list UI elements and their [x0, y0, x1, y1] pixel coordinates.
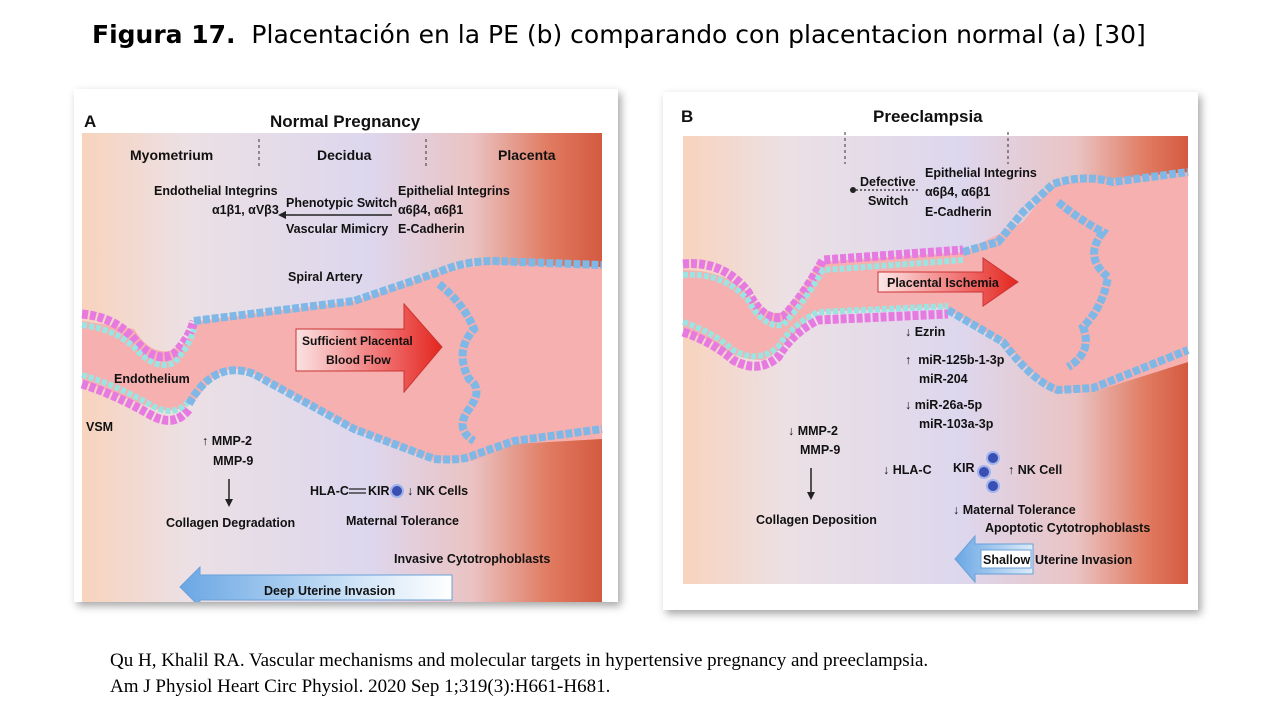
- shallow-label-box: [980, 549, 1032, 569]
- collagen-arrow-head: [225, 499, 233, 507]
- nk-cells-label: ↓ NK Cells: [407, 484, 468, 498]
- zone-myometrium: Myometrium: [130, 147, 213, 163]
- e-cadherin-label: E-Cadherin: [925, 205, 992, 219]
- defective-switch-label-1: Defective: [860, 175, 916, 189]
- mir-26a-label: ↓ miR-26a-5p: [905, 398, 982, 412]
- trophoblast-lining: [945, 306, 1190, 395]
- apoptotic-cytotrophoblasts-label: Apoptotic Cytotrophoblasts: [985, 521, 1150, 535]
- zone-decidua: Decidua: [317, 147, 372, 163]
- blood-flow-label-2: Blood Flow: [326, 353, 391, 367]
- panel-normal-pregnancy: A Normal Pregnancy Myometrium Decidua Pl…: [74, 89, 618, 602]
- blood-flow-arrow: [295, 302, 443, 394]
- kir-label: KIR: [953, 461, 975, 475]
- endothelium-layer: [81, 322, 197, 368]
- placental-ischemia-label: Placental Ischemia: [887, 276, 1000, 290]
- panel-b-diagram: B Preeclampsia Defective Switch Epitheli…: [681, 107, 1190, 584]
- maternal-tolerance-label: Maternal Tolerance: [346, 514, 459, 528]
- reference-line-2: Am J Physiol Heart Circ Physiol. 2020 Se…: [110, 676, 611, 697]
- phenotypic-switch-label: Phenotypic Switch: [286, 196, 397, 210]
- panel-a-diagram: A Normal Pregnancy Myometrium Decidua Pl…: [80, 112, 603, 602]
- deep-invasion-label: Deep Uterine Invasion: [264, 584, 395, 598]
- defective-switch-dot: [850, 187, 856, 193]
- smooth-muscle-layer: [80, 379, 193, 425]
- vascular-mimicry-label: Vascular Mimicry: [286, 222, 388, 236]
- nk-cell-icon: [986, 451, 1000, 465]
- placental-villus: [436, 280, 481, 445]
- mmp9-label: MMP-9: [213, 454, 253, 468]
- nk-cell-icon: [977, 465, 991, 479]
- blood-flow-label-1: Sufficient Placental: [302, 334, 413, 348]
- mmp2-label: ↓ MMP-2: [788, 424, 838, 438]
- smooth-muscle-layer: [81, 309, 199, 362]
- mir-103a-label: miR-103a-3p: [919, 417, 994, 431]
- endothelium-label: Endothelium: [114, 372, 190, 386]
- panel-heading: Preeclampsia: [873, 107, 983, 126]
- zone-placenta: Placenta: [498, 147, 556, 163]
- vsm-label: VSM: [86, 420, 113, 434]
- mmp9-label: MMP-9: [800, 443, 840, 457]
- panel-letter: B: [681, 107, 693, 126]
- epithelial-integrins-values: α6β4, α6β1: [925, 185, 990, 199]
- smooth-muscle-layer: [681, 309, 949, 371]
- endothelium-layer: [682, 303, 949, 360]
- mir-125b-label: ↑ miR-125b-1-3p: [905, 353, 1005, 367]
- mmp2-label: ↑ MMP-2: [202, 434, 252, 448]
- nk-cell-icon: [986, 479, 1000, 493]
- figure-number: Figura 17.: [92, 20, 236, 49]
- hla-c-label: HLA-C: [310, 484, 349, 498]
- epithelial-integrins-values: α6β4, α6β1: [398, 203, 463, 217]
- e-cadherin-label: E-Cadherin: [398, 222, 465, 236]
- panel-preeclampsia: B Preeclampsia Defective Switch Epitheli…: [663, 92, 1198, 610]
- hla-c-label: ↓ HLA-C: [883, 463, 932, 477]
- trophoblast-lining: [193, 256, 603, 325]
- kir-label: KIR: [368, 484, 390, 498]
- endothelium-layer: [81, 372, 192, 414]
- mir-204-label: miR-204: [919, 372, 968, 386]
- endothelium-layer: [682, 257, 964, 329]
- smooth-muscle-layer: [682, 245, 964, 323]
- trophoblast-lining: [961, 168, 1189, 256]
- invasive-cytotrophoblasts-label: Invasive Cytotrophoblasts: [394, 552, 550, 566]
- endothelial-integrins-values: α1β1, αVβ3: [212, 203, 279, 217]
- maternal-tolerance-label: ↓ Maternal Tolerance: [953, 503, 1076, 517]
- epithelial-integrins-label: Epithelial Integrins: [398, 184, 510, 198]
- reference-line-1: Qu H, Khalil RA. Vascular mechanisms and…: [110, 650, 929, 671]
- slide-title: Figura 17. Placentación en la PE (b) com…: [92, 20, 1146, 49]
- nk-cell-icon: [390, 484, 404, 498]
- panel-heading: Normal Pregnancy: [270, 112, 421, 131]
- nk-cell-label: ↑ NK Cell: [1008, 463, 1062, 477]
- collagen-degradation-label: Collagen Degradation: [166, 516, 295, 530]
- switch-arrow-head: [278, 211, 286, 219]
- ischemia-arrow: [877, 257, 1019, 307]
- trophoblast-lining: [185, 366, 603, 464]
- endothelial-integrins-label: Endothelial Integrins: [154, 184, 278, 198]
- collagen-arrow-head: [807, 492, 815, 500]
- figure-caption: Placentación en la PE (b) comparando con…: [235, 20, 1146, 49]
- invasion-arrow: [179, 565, 453, 602]
- uterine-invasion-label: Uterine Invasion: [1035, 553, 1132, 567]
- placental-villus: [1055, 198, 1113, 371]
- epithelial-integrins-label: Epithelial Integrins: [925, 166, 1037, 180]
- panel-letter: A: [84, 112, 96, 131]
- ezrin-label: ↓ Ezrin: [905, 325, 945, 339]
- collagen-deposition-label: Collagen Deposition: [756, 513, 877, 527]
- reference: Qu H, Khalil RA. Vascular mechanisms and…: [110, 648, 928, 700]
- defective-switch-label-2: Switch: [868, 194, 908, 208]
- shallow-label: Shallow: [983, 553, 1031, 567]
- spiral-artery-label: Spiral Artery: [288, 270, 363, 284]
